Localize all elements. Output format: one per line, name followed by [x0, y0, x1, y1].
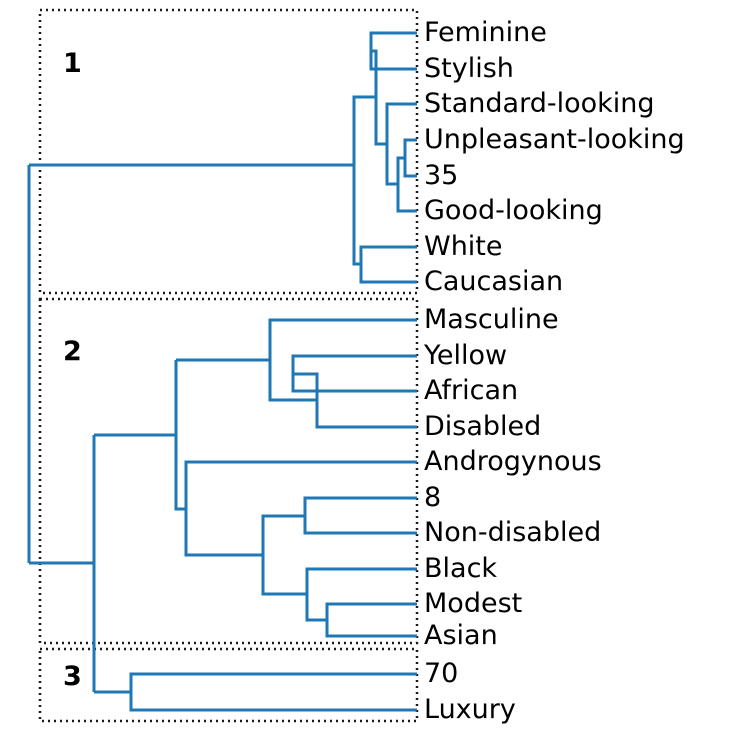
dendrogram-links [27, 31, 417, 712]
leaf-label-stylish: Stylish [424, 53, 514, 84]
leaf-label-black: Black [424, 553, 498, 584]
leaf-label-70: 70 [424, 658, 459, 689]
leaf-label-african: African [424, 375, 519, 406]
leaf-label-35: 35 [424, 160, 459, 191]
leaf-label-non-disabled: Non-disabled [424, 517, 602, 548]
leaf-label-yellow: Yellow [424, 340, 508, 371]
leaf-label-unpleasant-looking: Unpleasant-looking [424, 124, 685, 155]
leaf-label-modest: Modest [424, 588, 523, 619]
leaf-label-standard-looking: Standard-looking [424, 88, 655, 119]
cluster-label-3: 3 [63, 661, 82, 692]
leaf-label-asian: Asian [424, 620, 498, 651]
leaf-label-masculine: Masculine [424, 304, 559, 335]
cluster-label-2: 2 [63, 336, 82, 367]
cluster-box-2 [38, 297, 419, 645]
leaf-label-luxury: Luxury [424, 694, 516, 725]
leaf-label-androgynous: Androgynous [424, 446, 602, 477]
leaf-label-good-looking: Good-looking [424, 195, 603, 226]
leaf-label-caucasian: Caucasian [424, 266, 564, 297]
leaf-label-white: White [424, 231, 503, 262]
cluster-box-3 [38, 647, 419, 723]
leaf-label-disabled: Disabled [424, 411, 542, 442]
leaf-label-8: 8 [424, 482, 442, 513]
cluster-label-1: 1 [63, 48, 82, 79]
leaf-label-feminine: Feminine [424, 17, 547, 48]
